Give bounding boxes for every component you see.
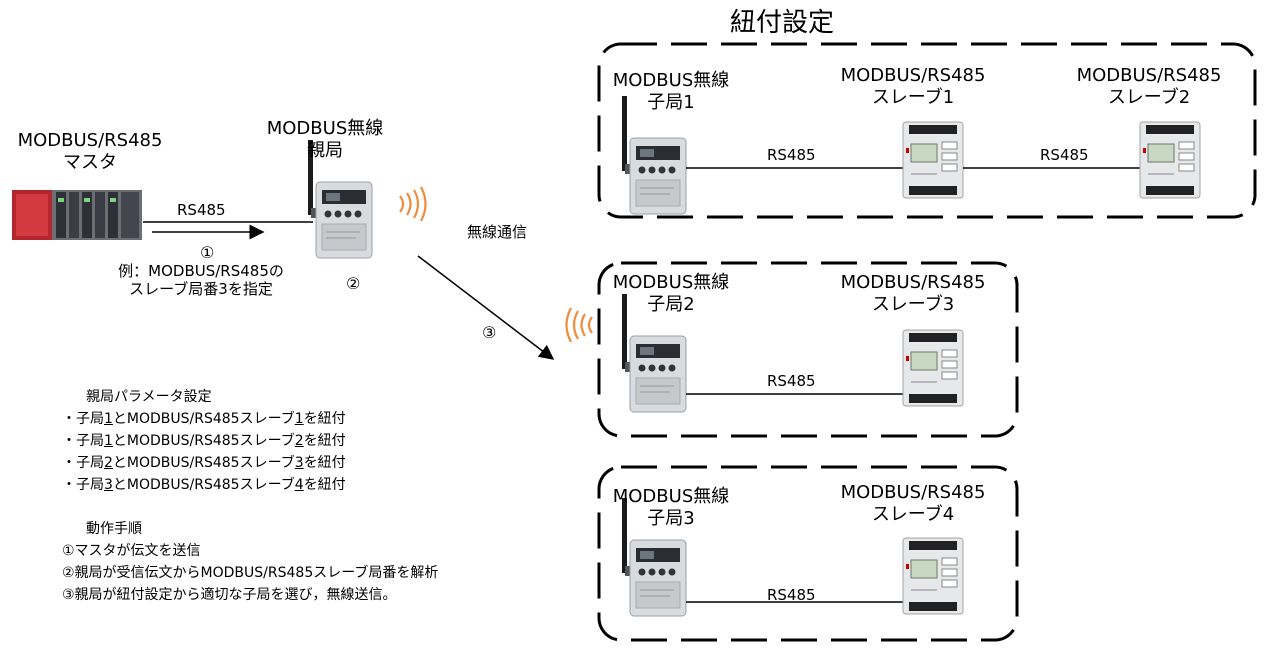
params-item-2-child: 1 xyxy=(104,433,113,449)
wireless-label: 無線通信 xyxy=(467,223,528,241)
slave-label-3-line1: MODBUS/RS485 xyxy=(840,272,986,293)
parent-radio-waves xyxy=(398,185,427,223)
slave-label-2: MODBUS/RS485 スレーブ2 xyxy=(1064,65,1234,108)
child-label-2-line2: 子局2 xyxy=(647,293,695,315)
child-radio-waves-2 xyxy=(565,306,594,344)
example-line1: 例：MODBUS/RS485の xyxy=(118,262,284,280)
params-item-3-slave: 3 xyxy=(294,455,304,471)
params-item-1-c: とMODBUS/RS485スレーブ xyxy=(112,411,295,427)
master-label-line1: MODBUS/RS485 xyxy=(17,130,163,151)
slave-meter-3 xyxy=(902,329,964,407)
child-radio-device-1 xyxy=(621,95,687,215)
params-item-2: ・子局1とMODBUS/RS485スレーブ2を紐付 xyxy=(62,430,346,452)
group-box-1 xyxy=(597,42,1257,219)
params-item-2-c: とMODBUS/RS485スレーブ xyxy=(112,433,295,449)
params-item-4-c: とMODBUS/RS485スレーブ xyxy=(112,477,295,493)
params-item-3: ・子局2とMODBUS/RS485スレーブ3を紐付 xyxy=(62,452,346,474)
params-item-4-e: を紐付 xyxy=(303,477,346,493)
step3-mark: ③ xyxy=(482,323,497,342)
parent-label: MODBUS無線 親局 xyxy=(250,118,400,161)
child-label-3-line1: MODBUS無線 xyxy=(612,486,730,507)
child-label-1-line1: MODBUS無線 xyxy=(612,70,730,91)
params-item-1-slave: 1 xyxy=(294,411,304,427)
params-item-3-a: ・子局 xyxy=(62,455,104,471)
params-item-2-a: ・子局 xyxy=(62,433,104,449)
link-label-master: RS485 xyxy=(177,201,226,219)
procedure-notes: 動作手順 ①マスタが伝文を送信 ②親局が受信伝文からMODBUS/RS485スレ… xyxy=(62,518,438,606)
params-item-1-a: ・子局 xyxy=(62,411,104,427)
params-item-1-child: 1 xyxy=(104,411,113,427)
link-label-g3: RS485 xyxy=(767,586,816,604)
example-line2: スレーブ局番3を指定 xyxy=(129,280,273,298)
child-label-1: MODBUS無線 子局1 xyxy=(596,70,746,113)
child-label-2-line1: MODBUS無線 xyxy=(612,272,730,293)
slave-label-4: MODBUS/RS485 スレーブ4 xyxy=(828,482,998,525)
child-label-3: MODBUS無線 子局3 xyxy=(596,486,746,529)
slave-label-1-line1: MODBUS/RS485 xyxy=(840,65,986,86)
slave-label-2-line2: スレーブ2 xyxy=(1107,86,1191,108)
child-label-2: MODBUS無線 子局2 xyxy=(596,272,746,315)
procedure-step-3: ③親局が紐付設定から適切な子局を選び，無線送信。 xyxy=(62,587,397,603)
example-note: 例：MODBUS/RS485の スレーブ局番3を指定 xyxy=(86,262,316,298)
group-box-2 xyxy=(597,261,1019,438)
params-item-3-e: を紐付 xyxy=(303,455,346,471)
slave-label-4-line2: スレーブ4 xyxy=(871,503,955,525)
slave-label-3: MODBUS/RS485 スレーブ3 xyxy=(828,272,998,315)
params-item-2-e: を紐付 xyxy=(303,433,346,449)
params-item-3-child: 2 xyxy=(104,455,113,471)
plc-master-device xyxy=(12,190,142,240)
pairing-title: 紐付設定 xyxy=(730,8,835,38)
step1-mark: ① xyxy=(200,243,215,262)
group-box-3 xyxy=(597,465,1019,642)
slave-label-4-line1: MODBUS/RS485 xyxy=(840,482,986,503)
params-item-4-a: ・子局 xyxy=(62,477,104,493)
parent-label-line2: 親局 xyxy=(307,139,343,161)
master-label: MODBUS/RS485 マスタ xyxy=(5,130,175,173)
params-item-2-slave: 2 xyxy=(294,433,304,449)
slave-label-1-line2: スレーブ1 xyxy=(871,86,955,108)
procedure-step-2: ②親局が受信伝文からMODBUS/RS485スレーブ局番を解析 xyxy=(62,565,439,581)
child-label-1-line2: 子局1 xyxy=(647,91,695,113)
slave-label-1: MODBUS/RS485 スレーブ1 xyxy=(828,65,998,108)
slave-label-2-line1: MODBUS/RS485 xyxy=(1076,65,1222,86)
params-item-4-child: 3 xyxy=(104,477,113,493)
params-item-1: ・子局1とMODBUS/RS485スレーブ1を紐付 xyxy=(62,408,346,430)
child-label-3-line2: 子局3 xyxy=(647,507,695,529)
link-label-g1-a: RS485 xyxy=(767,146,816,164)
link-label-g2: RS485 xyxy=(767,372,816,390)
slave-meter-2 xyxy=(1139,121,1201,199)
params-title: 親局パラメータ設定 xyxy=(86,389,212,405)
arrow-wireless xyxy=(417,255,555,360)
params-item-3-c: とMODBUS/RS485スレーブ xyxy=(112,455,295,471)
params-item-1-e: を紐付 xyxy=(303,411,346,427)
step2-mark: ② xyxy=(346,274,361,293)
master-label-line2: マスタ xyxy=(63,151,117,173)
slave-meter-4 xyxy=(902,537,964,615)
parent-label-line1: MODBUS無線 xyxy=(266,118,384,139)
params-item-4: ・子局3とMODBUS/RS485スレーブ4を紐付 xyxy=(62,474,346,496)
slave-meter-1 xyxy=(902,121,964,199)
params-item-4-slave: 4 xyxy=(294,477,304,493)
procedure-title: 動作手順 xyxy=(86,521,142,537)
procedure-step-1: ①マスタが伝文を送信 xyxy=(62,543,201,559)
slave-label-3-line2: スレーブ3 xyxy=(871,293,955,315)
link-label-g1-b: RS485 xyxy=(1040,146,1089,164)
params-notes: 親局パラメータ設定 ・子局1とMODBUS/RS485スレーブ1を紐付 ・子局1… xyxy=(62,386,346,496)
